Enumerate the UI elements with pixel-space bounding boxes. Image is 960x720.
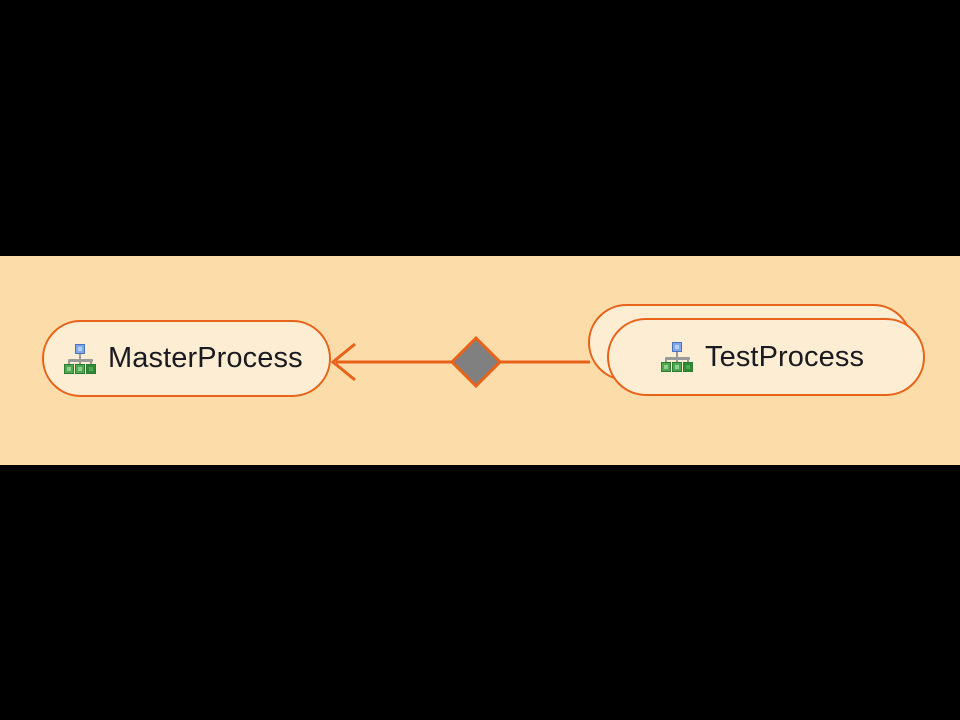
- hierarchy-child-node-2: [75, 363, 85, 374]
- node-master-process[interactable]: MasterProcess: [42, 320, 331, 397]
- hierarchy-child-node-3: [86, 363, 96, 374]
- hierarchy-drop-3: [90, 360, 92, 365]
- hierarchy-drop-2: [676, 359, 678, 363]
- hierarchy-child-node-3: [683, 362, 693, 372]
- node-master-process-label: MasterProcess: [108, 342, 303, 374]
- hierarchy-icon: [661, 342, 693, 372]
- hierarchy-child-node-1: [661, 362, 671, 372]
- hierarchy-crossbar: [665, 357, 690, 360]
- diagram-band: MasterProcess TestProcess: [0, 256, 960, 465]
- hierarchy-crossbar: [68, 358, 93, 362]
- diamond-marker[interactable]: [449, 335, 503, 389]
- hierarchy-stem: [676, 352, 678, 358]
- node-test-process-label: TestProcess: [705, 340, 865, 373]
- hierarchy-drop-1: [665, 359, 667, 363]
- hierarchy-child-node-1: [64, 363, 74, 374]
- hierarchy-child-node-2: [672, 362, 682, 372]
- hierarchy-stem: [79, 353, 81, 360]
- hierarchy-drop-2: [79, 360, 81, 365]
- arrowhead-icon: [330, 342, 356, 382]
- hierarchy-drop-3: [687, 359, 689, 363]
- hierarchy-drop-1: [68, 360, 70, 365]
- hierarchy-parent-node: [75, 343, 85, 354]
- hierarchy-parent-node: [672, 342, 682, 352]
- node-test-process[interactable]: TestProcess: [607, 318, 925, 396]
- hierarchy-icon: [64, 343, 96, 374]
